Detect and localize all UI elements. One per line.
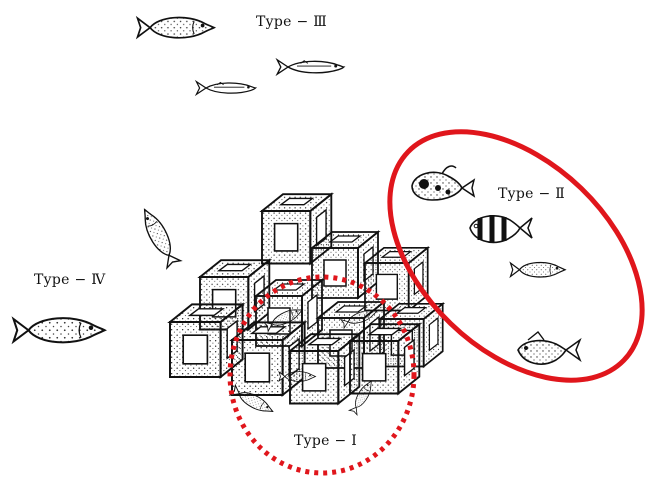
- fish-icon: [518, 332, 580, 364]
- type-4-label: Type − Ⅳ: [34, 272, 106, 288]
- fish-icon: [196, 82, 255, 95]
- fish-icon: [470, 215, 532, 243]
- type-3-label: Type − Ⅲ: [256, 14, 327, 30]
- reef-block-icon: [170, 194, 443, 403]
- fish-icon: [277, 60, 344, 74]
- fish-icon: [137, 206, 181, 269]
- fish-icon: [14, 318, 105, 342]
- fish-icon: [412, 166, 474, 200]
- fish-icon: [511, 262, 566, 277]
- type-2-label: Type − Ⅱ: [498, 186, 565, 202]
- type-1-label: Type − Ⅰ: [294, 433, 357, 449]
- fish-icon: [138, 17, 215, 37]
